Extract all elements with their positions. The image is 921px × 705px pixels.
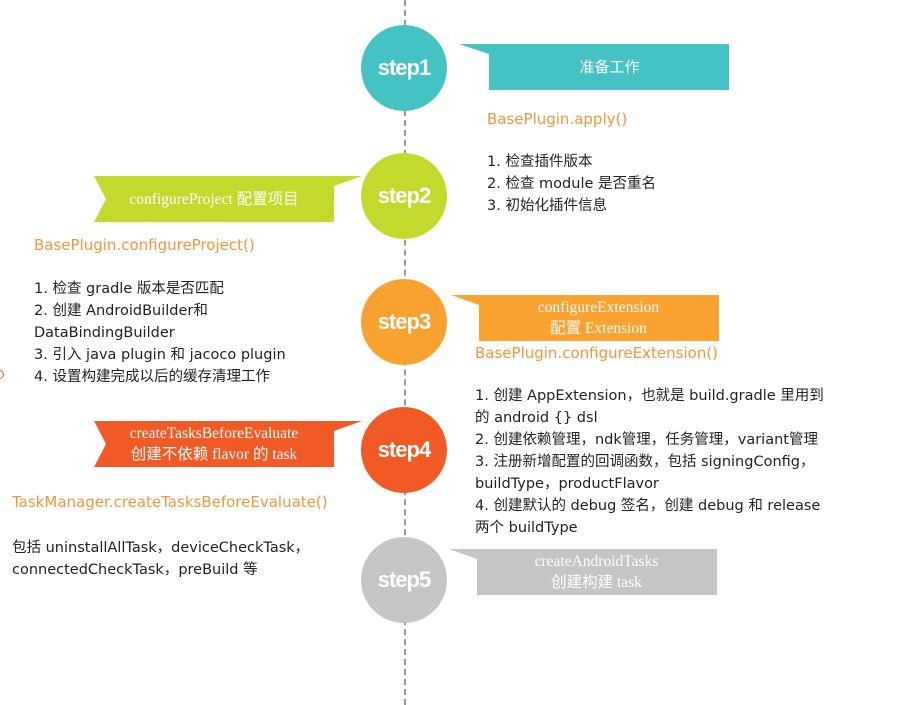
edge-marker — [0, 370, 4, 379]
step3-banner-line1: configureExtension — [537, 299, 660, 316]
step1-banner-shape — [459, 44, 729, 90]
list-item: 2. 检查 module 是否重名 — [487, 176, 657, 192]
step5-banner-shape — [449, 549, 717, 595]
step3-list: 1. 创建 AppExtension，也就是 build.gradle 里用到 … — [475, 385, 824, 539]
list-item: connectedCheckTask，preBuild 等 — [12, 562, 258, 578]
list-item: 包括 uninstallAllTask，deviceCheckTask， — [12, 540, 310, 556]
step1-banner: 准备工作 — [490, 44, 729, 90]
list-item: 3. 引入 java plugin 和 jacoco plugin — [34, 347, 286, 363]
step2-circle: step2 — [361, 153, 447, 239]
step2-method: BasePlugin.configureProject() — [34, 236, 255, 254]
step2-banner: configureProject 配置项目 — [100, 176, 328, 222]
step4-banner-shape — [94, 421, 362, 467]
list-item: 的 android {} dsl — [475, 410, 598, 426]
step3-method: BasePlugin.configureExtension() — [475, 344, 719, 362]
step5-banner-line1: createAndroidTasks — [534, 553, 659, 570]
step2-banner-text: configureProject 配置项目 — [129, 190, 299, 208]
step3-banner: configureExtension 配置 Extension — [478, 295, 719, 341]
list-item: 2. 创建依赖管理，ndk管理，任务管理，variant管理 — [475, 432, 818, 448]
step4-banner: createTasksBeforeEvaluate 创建不依赖 flavor 的… — [100, 421, 328, 467]
step3-banner-shape — [451, 295, 719, 341]
list-item: 3. 注册新增配置的回调函数，包括 signingConfig， — [475, 454, 815, 470]
step4-method: TaskManager.createTasksBeforeEvaluate() — [12, 493, 328, 511]
list-item: 1. 创建 AppExtension，也就是 build.gradle 里用到 — [475, 388, 824, 404]
step2-list: 1. 检查 gradle 版本是否匹配 2. 创建 AndroidBuilder… — [34, 278, 286, 388]
step5-banner: createAndroidTasks 创建构建 task — [476, 549, 717, 595]
step1-circle: step1 — [361, 25, 447, 111]
list-item: 3. 初始化插件信息 — [487, 198, 607, 214]
step4-banner-line2: 创建不依赖 flavor 的 task — [130, 446, 298, 463]
step1-banner-text: 准备工作 — [579, 57, 640, 76]
step4-banner-line1: createTasksBeforeEvaluate — [129, 425, 299, 442]
list-item: 4. 设置构建完成以后的缓存清理工作 — [34, 369, 270, 385]
step1-list: 1. 检查插件版本 2. 检查 module 是否重名 3. 初始化插件信息 — [487, 151, 656, 217]
list-item: 2. 创建 AndroidBuilder和 — [34, 303, 208, 319]
list-item: 两个 buildType — [475, 520, 578, 536]
step4-circle: step4 — [361, 407, 447, 493]
step2-banner-shape — [94, 176, 362, 222]
step4-list: 包括 uninstallAllTask，deviceCheckTask， con… — [12, 537, 309, 581]
step5-banner-line2: 创建构建 task — [551, 574, 642, 591]
step1-method: BasePlugin.apply() — [487, 110, 628, 128]
list-item: DataBindingBuilder — [34, 325, 175, 341]
list-item: buildType，productFlavor — [475, 476, 659, 492]
step3-circle: step3 — [361, 279, 447, 365]
list-item: 1. 检查插件版本 — [487, 154, 593, 170]
step3-banner-line2: 配置 Extension — [550, 320, 647, 337]
step5-circle: step5 — [361, 537, 447, 623]
list-item: 1. 检查 gradle 版本是否匹配 — [34, 281, 224, 297]
list-item: 4. 创建默认的 debug 签名，创建 debug 和 release — [475, 498, 821, 514]
